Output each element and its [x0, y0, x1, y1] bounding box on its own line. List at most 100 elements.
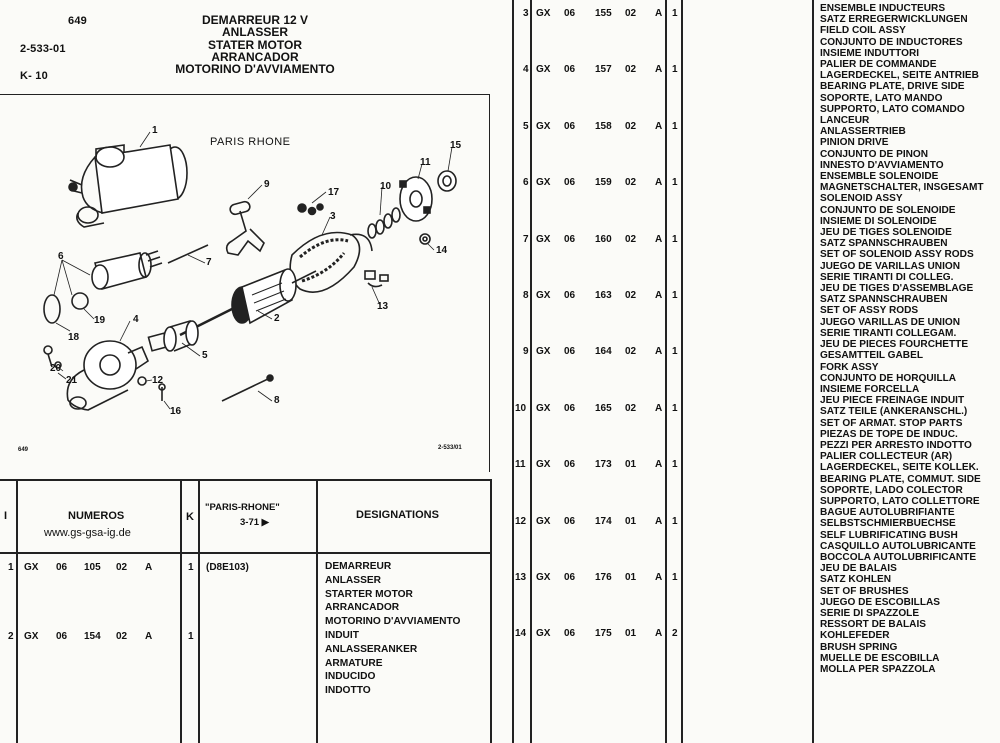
part-group: 06: [564, 628, 576, 640]
quantity: 1: [188, 631, 194, 642]
header-k: K: [186, 511, 194, 523]
part-suffix: 01: [625, 515, 637, 527]
callout-21: 21: [66, 375, 78, 386]
callout-3: 3: [330, 211, 336, 222]
designation-line: SOLENOID ASSY: [820, 193, 903, 205]
designation-line: INSIEME INDUTTORI: [820, 47, 920, 59]
designation-line: PEZZI PER ARRESTO INDOTTO: [820, 439, 972, 451]
part-group: 06: [564, 177, 576, 189]
part-number: 176: [595, 572, 612, 583]
part-prefix: GX: [536, 628, 551, 640]
title-fr: DEMARREUR 12 V: [201, 13, 309, 27]
part-group: 06: [564, 572, 576, 583]
callout-13: 13: [377, 301, 389, 312]
desc-en: STARTER MOTOR: [325, 588, 413, 600]
callout-18: 18: [68, 332, 80, 343]
designation-line: PALIER DE COMMANDE: [820, 59, 937, 71]
part-number: 154: [84, 631, 101, 642]
designation-line: BEARING PLATE, COMMUT. SIDE: [820, 473, 981, 485]
part-suffix: 02: [625, 346, 637, 358]
quantity: 1: [672, 233, 678, 245]
part-prefix: GX: [536, 402, 551, 414]
designation-line: LAGERDECKEL, SEITE ANTRIEB: [820, 70, 979, 82]
callout-16: 16: [170, 406, 182, 417]
callout-9: 9: [264, 179, 270, 190]
part-prefix: GX: [536, 290, 551, 301]
part-number: 174: [595, 515, 612, 527]
quantity: 1: [672, 64, 678, 76]
designation-line: CONJUNTO DE HORQUILLA: [820, 372, 957, 384]
row-index: 14: [515, 628, 527, 640]
part-designation: DEMARREUR ANLASSER STARTER MOTOR ARRANCA…: [325, 561, 460, 627]
designation-line: FIELD COIL ASSY: [820, 25, 906, 37]
part-prefix: GX: [536, 346, 551, 358]
part-prefix: GX: [24, 562, 39, 573]
quantity: 1: [672, 346, 678, 358]
part-group: 06: [564, 8, 576, 19]
right-col-rule-left: [512, 0, 514, 743]
col-rule-k: [198, 479, 200, 743]
desc-de: ANLASSER: [325, 574, 382, 586]
designation-line: SATZ KOHLEN: [820, 574, 892, 586]
col-rule-paris: [316, 479, 318, 743]
header-paris-date: 3-71 ▶: [240, 517, 269, 528]
part-suffix: 02: [625, 290, 637, 301]
header-i: I: [4, 510, 8, 522]
callout-11: 11: [420, 157, 431, 168]
part-variant: A: [655, 572, 663, 583]
part-number: 158: [595, 120, 612, 132]
callout-2: 2: [274, 313, 280, 324]
designation-line: FORK ASSY: [820, 361, 879, 373]
title-it: MOTORINO D'AVVIAMENTO: [175, 62, 335, 77]
row-index: 12: [515, 515, 527, 527]
callout-12: 12: [152, 375, 164, 386]
desc-de: ANLASSERANKER: [325, 643, 418, 655]
part-group: 06: [564, 120, 576, 132]
part-variant: A: [145, 631, 153, 642]
website-link[interactable]: www.gs-gsa-ig.de: [44, 527, 131, 539]
part-variant: A: [655, 290, 663, 301]
part-number: 175: [595, 628, 612, 640]
designation-line: SERIE TIRANTI COLLEGAM.: [820, 327, 957, 339]
designation-line: CONJUNTO DE SOLENOIDE: [820, 204, 956, 216]
part-group: 06: [564, 64, 576, 76]
designation-line: SUPPORTO, LATO COMANDO: [820, 103, 965, 115]
designation-line: RESSORT DE BALAIS: [820, 619, 926, 631]
part-variant: A: [655, 233, 663, 245]
designation-line: JUEGO DE VARILLAS UNION: [820, 260, 961, 272]
part-variant: A: [655, 515, 663, 527]
row-index: 1: [8, 562, 14, 573]
brushes-shape: [364, 270, 389, 288]
reference-code: 2-533-01: [20, 43, 66, 55]
callout-6: 6: [58, 251, 64, 262]
assembly-rod-shape: [221, 377, 271, 402]
part-group: 06: [56, 631, 68, 642]
designation-line: JEU DE BALAIS: [820, 563, 897, 575]
designation-line: LAGERDECKEL, SEITE KOLLEK.: [820, 462, 979, 474]
designation-line: PINION DRIVE: [820, 137, 889, 149]
manufacturer-ref: (D8E103): [206, 562, 249, 573]
row-index: 9: [523, 346, 529, 358]
solenoid-rod-shape: [167, 244, 209, 264]
part-variant: A: [655, 346, 663, 358]
solenoid-shape: [91, 250, 163, 290]
part-variant: A: [655, 628, 663, 640]
desc-es: INDUCIDO: [325, 671, 376, 683]
stop-parts-shape: [297, 203, 324, 216]
part-variant: A: [655, 177, 663, 189]
designation-line: SET OF ARMAT. STOP PARTS: [820, 417, 963, 429]
table-header-rule: [0, 552, 490, 554]
header-paris-rhone: "PARIS-RHONE": [205, 502, 280, 513]
field-coil-shape: [289, 231, 373, 293]
designation-line: SELF LUBRIFICATING BUSH: [820, 529, 958, 541]
quantity: 1: [672, 290, 678, 301]
part-number: 159: [595, 177, 612, 189]
part-number: 164: [595, 346, 612, 358]
desc-it: INDOTTO: [325, 685, 371, 697]
